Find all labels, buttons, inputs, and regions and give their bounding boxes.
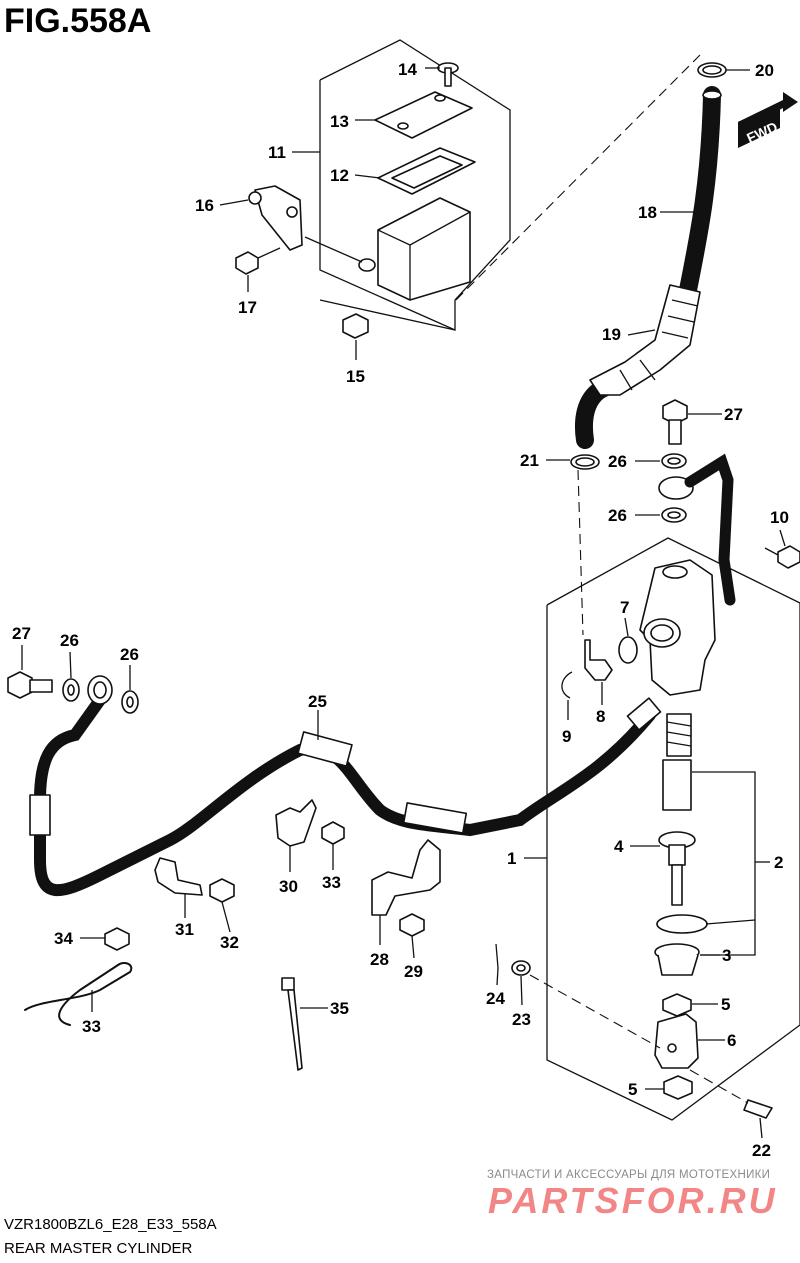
part-29-bolt[interactable]	[399, 913, 425, 937]
callout-4: 4	[614, 837, 624, 856]
part-10-bolt[interactable]	[764, 545, 800, 569]
callout-23: 23	[512, 1010, 531, 1029]
part-19-hose-protector[interactable]	[589, 284, 701, 396]
part-2-circlip[interactable]	[656, 914, 708, 934]
part-32-bolt[interactable]	[209, 878, 235, 903]
callout-22: 22	[752, 1141, 771, 1160]
reservoir-frame	[319, 39, 511, 332]
figure-title: FIG.558A	[4, 2, 152, 40]
callout-13: 13	[330, 112, 349, 131]
reservoir-body[interactable]	[304, 197, 471, 301]
callout-8: 8	[596, 707, 605, 726]
callout-32: 32	[220, 933, 239, 952]
callout-29: 29	[404, 962, 423, 981]
callout-33-a: 33	[322, 873, 341, 892]
part-13-reservoir-cap[interactable]	[374, 91, 473, 139]
part-25-brake-hose[interactable]	[29, 694, 662, 897]
callout-19: 19	[602, 325, 621, 344]
part-23-washer[interactable]	[511, 960, 531, 976]
callout-28: 28	[370, 950, 389, 969]
callout-2: 2	[774, 853, 783, 872]
callout-9: 9	[562, 727, 571, 746]
part-5-nut-a[interactable]	[662, 993, 692, 1017]
part-26-washer-a[interactable]	[661, 453, 687, 469]
banjo-fitting-left[interactable]	[87, 675, 113, 705]
part-33-wire-clip[interactable]	[24, 962, 133, 1026]
part-17-bolt[interactable]	[235, 247, 281, 275]
callout-34: 34	[54, 929, 73, 948]
callout-10: 10	[770, 508, 789, 527]
callout-26-c: 26	[60, 631, 79, 650]
callout-18: 18	[638, 203, 657, 222]
part-20-clamp[interactable]	[697, 62, 727, 78]
part-22-pin[interactable]	[743, 1099, 773, 1119]
callout-14: 14	[398, 60, 417, 79]
piston-spring[interactable]	[662, 713, 692, 811]
callout-31: 31	[175, 920, 194, 939]
leader-lines	[21, 67, 786, 1139]
part-26-washer-d[interactable]	[121, 690, 139, 714]
callout-35: 35	[330, 999, 349, 1018]
part-9-circlip[interactable]	[561, 671, 573, 699]
drawing-code: VZR1800BZL6_E28_E33_558A	[4, 1216, 217, 1233]
callout-11: 11	[268, 143, 286, 162]
part-27-banjo-bolt-left[interactable]	[7, 671, 53, 699]
part-26-washer-b[interactable]	[661, 507, 687, 523]
callout-17: 17	[238, 298, 257, 317]
part-6-clevis[interactable]	[654, 1013, 699, 1069]
part-28-bracket[interactable]	[371, 839, 441, 916]
watermark-subtitle: ЗАПЧАСТИ И АКСЕССУАРЫ ДЛЯ МОТОТЕХНИКИ	[487, 1169, 771, 1181]
callout-21: 21	[520, 451, 539, 470]
part-5-nut-b[interactable]	[663, 1075, 693, 1100]
part-3-boot[interactable]	[654, 943, 700, 976]
callout-12: 12	[330, 166, 349, 185]
part-4-push-rod[interactable]	[658, 831, 696, 906]
part-34-bolt[interactable]	[104, 927, 130, 951]
callout-26-a: 26	[608, 452, 627, 471]
callout-16: 16	[195, 196, 214, 215]
callout-15: 15	[346, 367, 365, 386]
part-30-hose-clamp[interactable]	[275, 799, 317, 847]
part-16-bracket[interactable]	[248, 185, 303, 251]
callout-24: 24	[486, 989, 505, 1008]
callout-26-d: 26	[120, 645, 139, 664]
part-15-bolt[interactable]	[342, 313, 369, 339]
callout-5-a: 5	[721, 995, 730, 1014]
callout-20: 20	[755, 61, 774, 80]
part-26-washer-c[interactable]	[62, 678, 80, 702]
callout-7: 7	[620, 598, 629, 617]
master-cylinder-frame	[546, 537, 800, 1121]
alignment-lines	[455, 54, 749, 1104]
callout-26-b: 26	[608, 506, 627, 525]
callout-3: 3	[722, 946, 731, 965]
fwd-arrow-icon: FWD	[738, 92, 798, 148]
part-7-o-ring[interactable]	[618, 636, 638, 664]
part-24-cotter-pin[interactable]	[495, 943, 499, 969]
part-35-cable-tie[interactable]	[281, 977, 303, 1071]
callout-33-b: 33	[82, 1017, 101, 1036]
callout-1: 1	[507, 849, 516, 868]
callout-25: 25	[308, 692, 327, 711]
part-31-bracket[interactable]	[154, 857, 203, 896]
part-21-clamp[interactable]	[570, 454, 600, 470]
watermark-logo: PARTSFOR.RU	[488, 1180, 778, 1221]
callout-30: 30	[279, 877, 298, 896]
callout-labels: 14 13 11 12 16 17 15 20 18 19 27 21 26 2…	[12, 60, 789, 1160]
drawing-name: REAR MASTER CYLINDER	[4, 1240, 193, 1257]
callout-5-b: 5	[628, 1080, 637, 1099]
part-8-hose-fitting[interactable]	[584, 639, 613, 681]
part-14-screw[interactable]	[437, 62, 459, 87]
callout-27-top: 27	[724, 405, 743, 424]
brake-pipe-fitting[interactable]	[658, 453, 736, 606]
part-12-diaphragm[interactable]	[377, 147, 476, 195]
callout-6: 6	[727, 1031, 736, 1050]
master-cylinder-body[interactable]	[639, 559, 716, 696]
callout-27-left: 27	[12, 624, 31, 643]
part-27-banjo-bolt-top[interactable]	[662, 399, 688, 445]
part-33-bolt-a[interactable]	[321, 821, 345, 845]
